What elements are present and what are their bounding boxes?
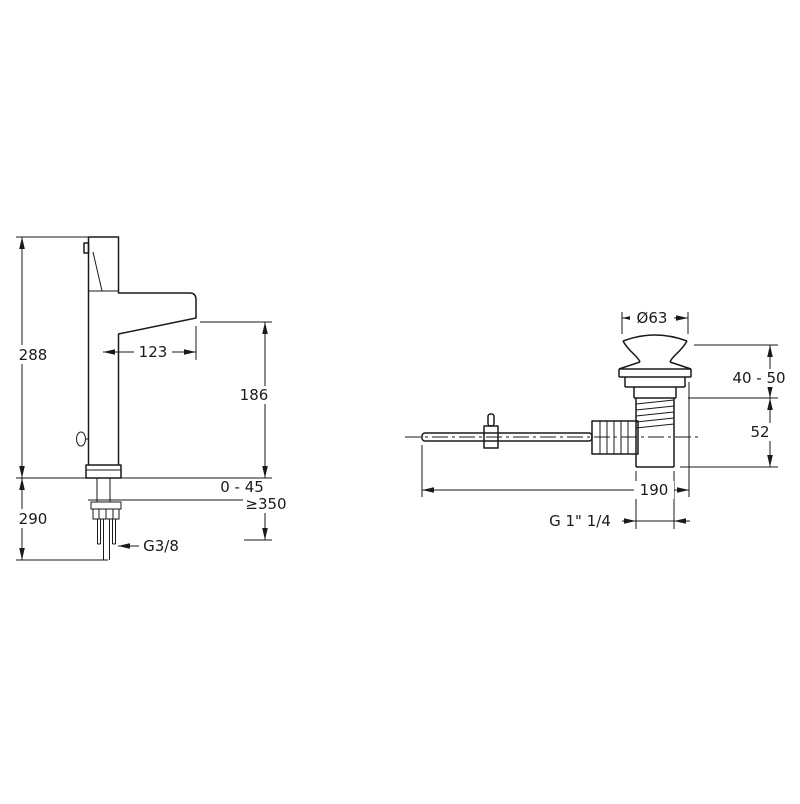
label-under-counter: 290 — [19, 510, 48, 528]
faucet-view — [16, 236, 272, 561]
handle-lever — [83, 242, 90, 254]
label-bg — [634, 481, 674, 499]
label-body-height: 52 — [750, 423, 769, 441]
label-bg — [538, 512, 622, 530]
flange-lip — [618, 368, 692, 378]
label-bg — [730, 369, 788, 387]
label-deck-thickness: 0 - 45 — [220, 478, 264, 496]
reference-lines — [16, 236, 272, 561]
rod-nut — [591, 420, 639, 455]
label-total-height: 288 — [19, 346, 48, 364]
label-bg — [243, 495, 289, 513]
label-min-hose-length: ≥350 — [245, 495, 286, 513]
label-bg — [139, 537, 183, 555]
plug-cap-side-left — [622, 340, 641, 363]
thread-line — [635, 399, 675, 405]
drain-view — [405, 312, 778, 529]
label-height-range: 40 - 50 — [732, 369, 785, 387]
label-bg — [746, 423, 774, 441]
thread-hatching — [635, 399, 675, 429]
faucet-base — [85, 464, 122, 479]
label-bg — [630, 309, 674, 327]
thread-line — [635, 405, 675, 411]
drain-outline — [421, 334, 692, 468]
drain-neck — [633, 387, 677, 399]
thread-line — [635, 423, 675, 429]
label-rod-length: 190 — [640, 481, 669, 499]
label-spout-height: 186 — [240, 386, 269, 404]
plug-cap-side-right — [669, 340, 688, 363]
label-bg — [14, 345, 52, 364]
label-spout-reach: 123 — [139, 343, 168, 361]
faucet-outline — [76, 236, 197, 560]
label-bg — [218, 479, 266, 496]
flange-flare-right — [669, 361, 692, 370]
dimension-labels: 288 290 123 186 0 - 45 ≥350 G3/8 Ø63 40 … — [14, 309, 788, 555]
label-bg — [14, 509, 52, 528]
label-waste-thread: G 1" 1/4 — [549, 512, 611, 530]
rod-pin — [487, 413, 495, 427]
popup-rod-knob — [76, 431, 86, 447]
mounting-washer — [90, 501, 122, 510]
handle-detail-line — [92, 251, 103, 292]
flange-flare-left — [618, 361, 641, 370]
thread-line — [635, 411, 675, 417]
drain-reference-lines — [421, 312, 778, 529]
flange-band — [624, 377, 686, 388]
label-bg — [235, 386, 273, 404]
label-supply-thread: G3/8 — [143, 537, 179, 555]
label-flange-diameter: Ø63 — [637, 309, 668, 327]
plug-cap-top — [622, 334, 688, 342]
thread-line — [635, 417, 675, 423]
faucet-body-outline — [87, 236, 197, 465]
label-bg — [134, 343, 172, 361]
